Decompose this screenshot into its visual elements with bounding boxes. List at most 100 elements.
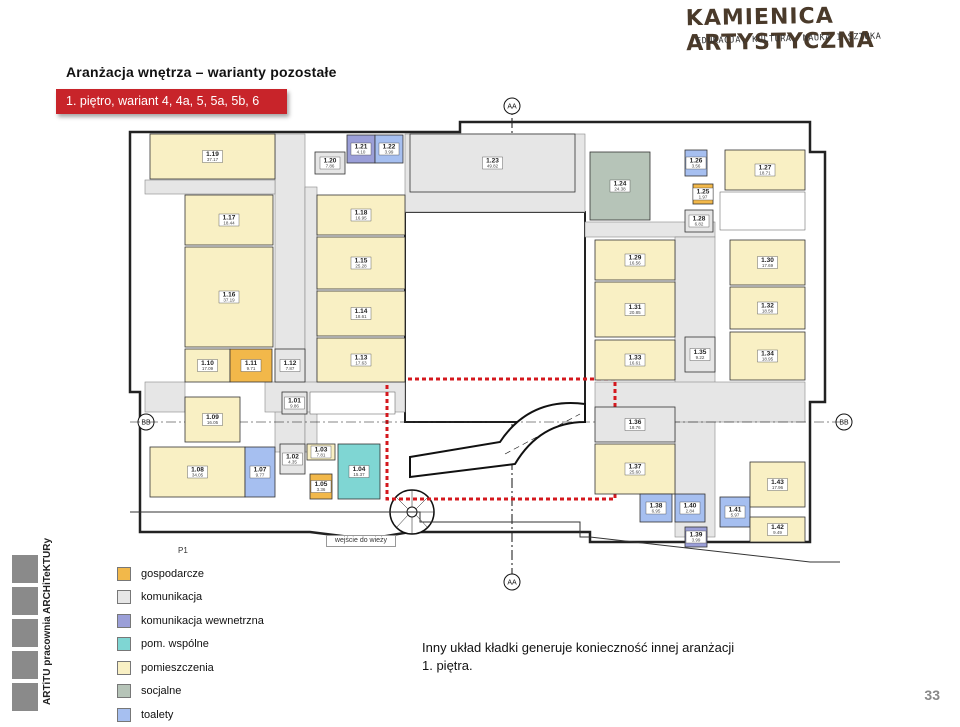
footbridge <box>409 402 586 479</box>
room-area: 17.96 <box>772 485 784 490</box>
room-label-box <box>284 396 305 410</box>
room-number: 1.38 <box>650 503 663 510</box>
axis-label-right: BB <box>839 420 849 427</box>
room-area: 24.38 <box>614 187 626 192</box>
room-number: 1.41 <box>729 507 742 514</box>
note-line-1: Inny układ kładki generuje konieczność i… <box>422 640 735 655</box>
room-label-box <box>350 142 372 156</box>
studio-credit: ARTiTU pracownia ARCHiTeKTURy <box>42 537 53 705</box>
room-label-box <box>187 465 208 479</box>
room-label-box <box>350 307 372 320</box>
page-title: Aranżacja wnętrza – warianty pozostałe <box>66 64 337 80</box>
room-area: 4.35 <box>288 460 297 465</box>
room-number: 1.29 <box>629 255 642 262</box>
room-number: 1.20 <box>324 158 337 165</box>
room-number: 1.13 <box>355 355 368 362</box>
room-number: 1.23 <box>486 158 499 165</box>
room-number: 1.03 <box>315 447 328 454</box>
room-label-box <box>757 256 778 269</box>
room-label-box <box>624 353 646 367</box>
room-area: 9.86 <box>290 404 299 409</box>
room-number: 1.07 <box>254 467 267 474</box>
room-1-38: 1.386.95 <box>639 493 673 523</box>
legend-label: socjalne <box>141 685 182 698</box>
room-number: 1.30 <box>761 257 774 264</box>
room-1-28: 1.286.82 <box>684 209 714 233</box>
legend: gospodarcze komunikacja komunikacja wewn… <box>117 562 264 727</box>
room-label-box <box>754 163 776 177</box>
axis-marker-top: AA <box>503 97 521 115</box>
room-label-box <box>202 413 223 426</box>
room-label-box <box>679 501 701 515</box>
room-area: 3.56 <box>692 164 701 169</box>
room-number: 1.14 <box>355 308 368 315</box>
room-number: 1.42 <box>771 524 784 531</box>
room-number: 1.01 <box>288 398 301 405</box>
room-label-box <box>249 465 271 479</box>
room-1-39: 1.393.99 <box>684 526 708 548</box>
courtyard <box>404 211 586 423</box>
room-label-box <box>685 156 707 170</box>
legend-swatch <box>117 613 131 628</box>
room-1-03: 1.037.81 <box>306 443 336 461</box>
legend-swatch <box>117 684 131 699</box>
room-area: 15.37 <box>353 472 365 477</box>
room-number: 1.32 <box>761 303 774 310</box>
room-area: 18.71 <box>759 171 771 176</box>
room-label-box <box>757 301 778 315</box>
room-label-box <box>350 208 372 222</box>
room-area: 25.28 <box>355 264 367 269</box>
room-label-box <box>624 253 646 267</box>
room-label-box <box>767 523 788 536</box>
room-number: 1.22 <box>383 144 396 151</box>
side-square <box>12 619 38 647</box>
legend-label: komunikacja <box>141 591 203 604</box>
logo: KAMIENICA ARTYSTYCZNA EDUKACJA, KULTURA,… <box>686 4 948 57</box>
room-number: 1.34 <box>761 351 774 358</box>
room-1-22: 1.223.99 <box>374 134 404 164</box>
legend-item: pomieszczenia <box>117 656 264 680</box>
axis-label-bottom: AA <box>507 580 517 587</box>
room-label-box <box>310 445 332 459</box>
room-area: 6.95 <box>652 509 661 514</box>
side-square <box>12 683 38 711</box>
room-number: 1.40 <box>684 503 697 510</box>
room-fill <box>149 446 246 498</box>
room-label-box <box>624 303 646 316</box>
axis-marker-right: BB <box>835 413 853 431</box>
room-1-20: 1.207.86 <box>314 151 346 175</box>
legend-label: komunikacja wewnetrzna <box>141 614 264 627</box>
room-number: 1.17 <box>223 215 236 222</box>
room-area: 9.77 <box>256 473 265 478</box>
room-1-07: 1.079.77 <box>244 446 276 498</box>
room-number: 1.18 <box>355 210 368 217</box>
room-1-35: 1.359.22 <box>684 336 716 373</box>
p1-label: P1 <box>178 546 188 555</box>
room-1-02: 1.024.35 <box>279 443 306 475</box>
legend-swatch <box>117 637 131 652</box>
legend-item: gospodarcze <box>117 562 264 586</box>
page-number: 33 <box>924 687 940 703</box>
room-area: 20.85 <box>629 310 641 315</box>
axis-label-top: AA <box>507 104 517 111</box>
room-1-21: 1.214.10 <box>346 134 376 164</box>
room-area: 25.60 <box>629 470 641 475</box>
note: Inny układ kładki generuje konieczność i… <box>422 639 734 675</box>
legend-item: komunikacja <box>117 586 264 610</box>
room-1-40: 1.402.84 <box>674 493 706 523</box>
room-area: 9.22 <box>696 355 705 360</box>
room-number: 1.05 <box>315 481 328 488</box>
room-label-box <box>624 418 646 431</box>
room-1-42: 1.429.49 <box>749 516 806 543</box>
room-label-box <box>688 214 710 228</box>
room-1-11: 1.119.71 <box>229 348 273 383</box>
floor-plan: AA AA BB BB 1.1937.171.1718.441.1637.191… <box>128 97 853 591</box>
